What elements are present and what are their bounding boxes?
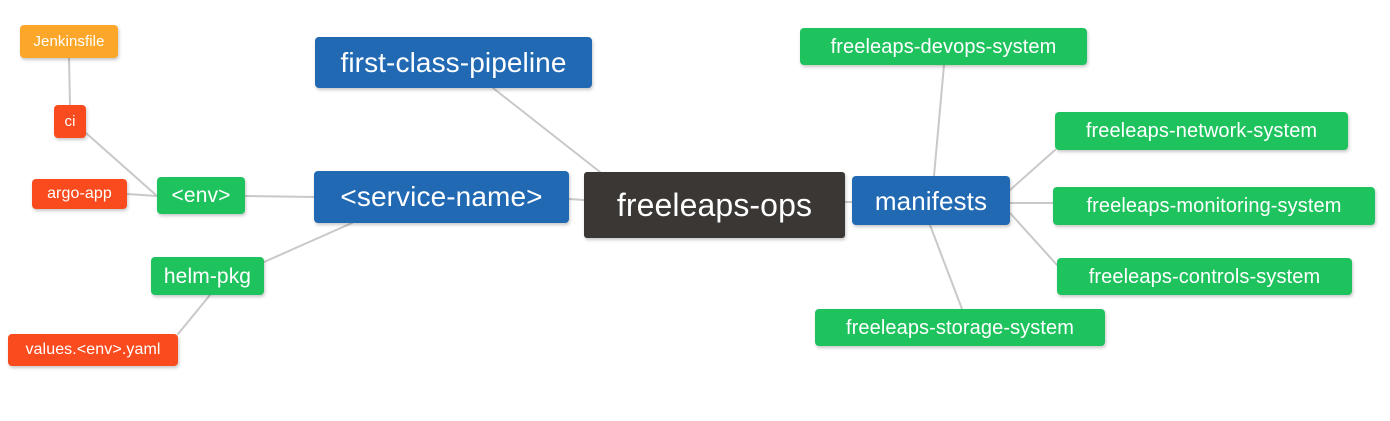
node-first-class-pipeline[interactable]: first-class-pipeline [315, 37, 592, 88]
node-freeleaps-monitoring-system[interactable]: freeleaps-monitoring-system [1053, 187, 1375, 225]
edge-manifests-storage [929, 224, 963, 310]
edge-argoapp-env [126, 193, 158, 197]
edge-helmpkg-servicename [263, 222, 353, 263]
node-helm-pkg[interactable]: helm-pkg [151, 257, 264, 295]
node-label-freeleaps-ops: freeleaps-ops [616, 187, 813, 223]
node-label-jenkinsfile: Jenkinsfile [33, 33, 105, 50]
node-label-freeleaps-devops-system: freeleaps-devops-system [830, 35, 1057, 58]
node-label-service-name: <service-name> [340, 181, 543, 212]
node-label-manifests: manifests [874, 185, 988, 216]
edge-env-servicename [244, 195, 315, 198]
node-env[interactable]: <env> [157, 177, 245, 214]
node-ci[interactable]: ci [54, 105, 86, 138]
edge-jenkinsfile-ci [68, 57, 71, 106]
node-freeleaps-network-system[interactable]: freeleaps-network-system [1055, 112, 1348, 150]
node-values-yaml[interactable]: values.<env>.yaml [8, 334, 178, 366]
edge-manifests-controls [1009, 212, 1058, 266]
edge-manifests-network [1009, 149, 1056, 191]
node-label-freeleaps-storage-system: freeleaps-storage-system [845, 316, 1075, 339]
node-jenkinsfile[interactable]: Jenkinsfile [20, 25, 118, 58]
node-label-helm-pkg: helm-pkg [163, 264, 252, 288]
node-freeleaps-devops-system[interactable]: freeleaps-devops-system [800, 28, 1087, 65]
node-label-freeleaps-monitoring-system: freeleaps-monitoring-system [1086, 195, 1342, 217]
node-freeleaps-controls-system[interactable]: freeleaps-controls-system [1057, 258, 1352, 295]
node-label-first-class-pipeline: first-class-pipeline [340, 46, 567, 78]
node-label-env: <env> [171, 184, 231, 207]
edge-values-helmpkg [177, 294, 211, 335]
node-manifests[interactable]: manifests [852, 176, 1010, 225]
node-freeleaps-storage-system[interactable]: freeleaps-storage-system [815, 309, 1105, 346]
node-label-freeleaps-controls-system: freeleaps-controls-system [1088, 265, 1321, 288]
edge-firstclass-ops [492, 87, 601, 173]
node-argo-app[interactable]: argo-app [32, 179, 127, 209]
node-service-name[interactable]: <service-name> [314, 171, 569, 223]
node-freeleaps-ops[interactable]: freeleaps-ops [584, 172, 845, 238]
node-label-argo-app: argo-app [47, 185, 112, 202]
edge-servicename-ops [568, 198, 585, 201]
node-label-values-yaml: values.<env>.yaml [25, 341, 161, 358]
node-label-freeleaps-network-system: freeleaps-network-system [1085, 120, 1318, 142]
edge-manifests-devops [933, 64, 945, 177]
node-label-ci: ci [64, 113, 76, 130]
